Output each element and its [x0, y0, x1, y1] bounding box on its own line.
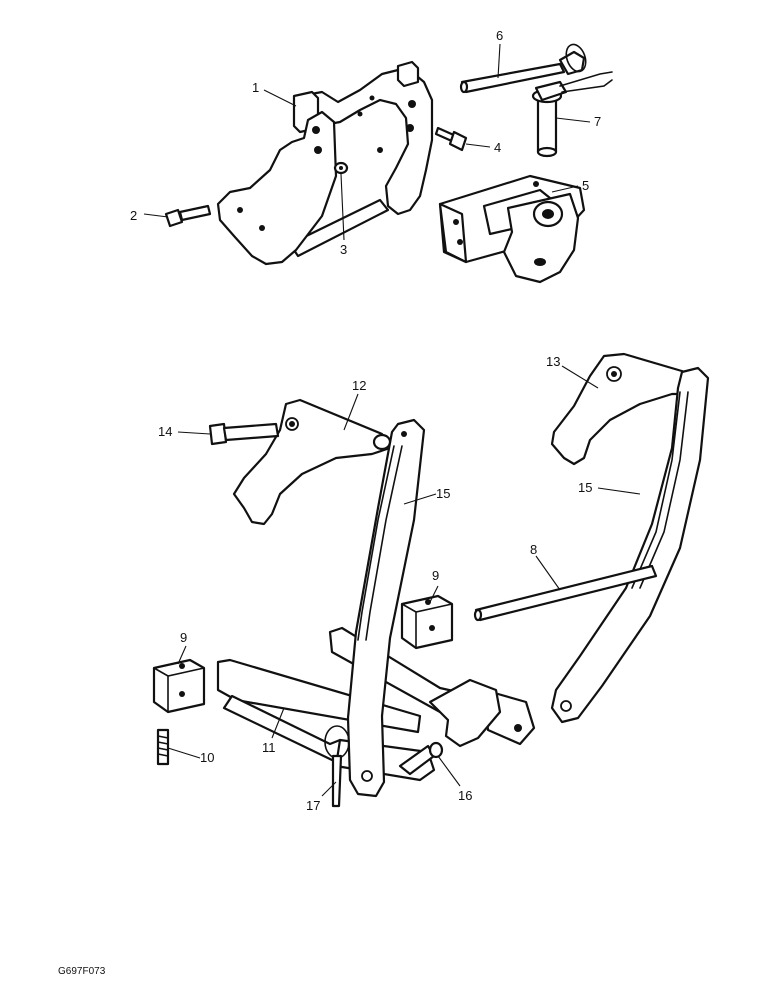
callout-10: 10 [200, 750, 214, 765]
callout-17: 17 [306, 798, 320, 813]
hitch-part-5 [438, 174, 586, 284]
stud-part-10 [156, 728, 170, 766]
callout-6: 6 [496, 28, 503, 43]
bolt-part-2 [164, 204, 212, 228]
bolt-part-14 [208, 422, 280, 446]
linch-pin-part-17 [324, 725, 350, 808]
callout-13: 13 [546, 354, 560, 369]
washer-part-3 [333, 161, 349, 175]
callout-1: 1 [252, 80, 259, 95]
bracket-part-1 [216, 60, 434, 266]
callout-9-left: 9 [180, 630, 187, 645]
callout-3: 3 [340, 242, 347, 257]
link-part-15-right [550, 366, 710, 724]
spacer-block-part-9-left [152, 658, 206, 714]
callout-11: 11 [262, 740, 276, 755]
callout-8: 8 [530, 542, 537, 557]
link-part-15-left [346, 418, 426, 798]
callout-labels: 1 2 3 4 5 6 7 8 9 9 10 11 12 13 14 15 15… [130, 28, 601, 813]
leader-lines [143, 43, 641, 797]
bolt-part-4 [434, 126, 468, 152]
hook-part-16 [398, 678, 502, 776]
callout-15-right: 15 [578, 480, 592, 495]
callout-15-left: 15 [436, 486, 450, 501]
callout-4: 4 [494, 140, 501, 155]
drawing-code: G697F073 [58, 966, 106, 977]
callout-7: 7 [594, 114, 601, 129]
arm-bracket-part-12 [232, 398, 392, 526]
callout-5: 5 [582, 178, 589, 193]
pin-part-6 [459, 43, 587, 94]
spacer-block-part-9-middle [400, 594, 454, 650]
callout-14: 14 [158, 424, 172, 439]
callout-9-middle: 9 [432, 568, 439, 583]
callout-12: 12 [352, 378, 366, 393]
pin-part-7 [531, 71, 613, 158]
callout-16: 16 [458, 788, 472, 803]
callout-2: 2 [130, 208, 137, 223]
rod-part-8 [473, 564, 658, 622]
